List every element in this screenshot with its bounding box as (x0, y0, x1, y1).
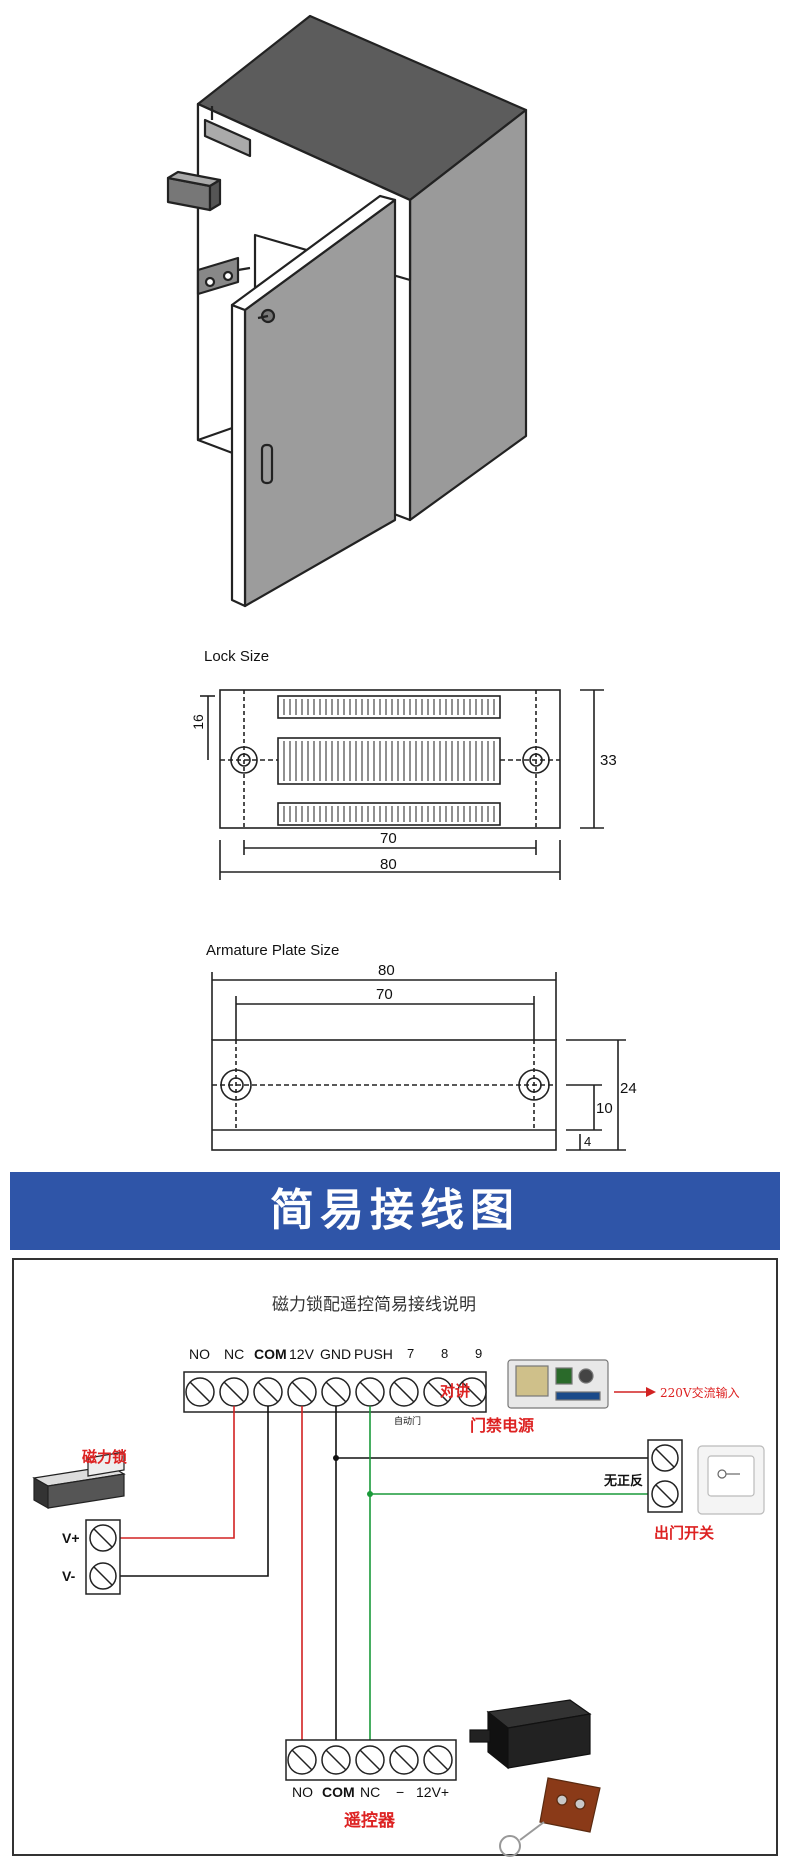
exit-switch-label: 出门开关 (654, 1525, 715, 1542)
lock-size-drawing (200, 689, 604, 880)
power-supply-label: 门禁电源 (470, 1418, 535, 1435)
lock-size-title: Lock Size (204, 648, 270, 665)
remote-terminal-12vplus: 12V+ (416, 1784, 450, 1800)
terminal-label-com: COM (254, 1346, 287, 1362)
remote-terminal-no: NO (292, 1784, 313, 1800)
remote-terminal-strip (285, 1739, 457, 1781)
armature-dim-80: 80 (378, 962, 395, 979)
armature-size-title: Armature Plate Size (206, 942, 340, 959)
no-polarity-label: 无正反 (604, 1473, 644, 1488)
terminal-label-7: 7 (407, 1346, 415, 1361)
terminal-label-12v: 12V (289, 1346, 314, 1362)
terminal-label-no: NO (189, 1346, 210, 1362)
lock-dim-80: 80 (380, 856, 397, 873)
wiring-diagram-frame (12, 1258, 778, 1856)
remote-terminal-minus: − (396, 1784, 405, 1800)
ac-input-label: 220V交流输入 (660, 1386, 740, 1400)
remote-fob-icon (499, 1777, 601, 1857)
armature-size-drawing (211, 972, 626, 1151)
terminal-label-nc: NC (224, 1346, 245, 1362)
remote-label: 遥控器 (344, 1811, 395, 1830)
armature-dim-70: 70 (376, 986, 393, 1003)
power-supply-icon (507, 1359, 609, 1409)
maglock-terminal-block (85, 1519, 121, 1595)
controller-terminal-strip (183, 1371, 487, 1413)
illustration-area (166, 14, 626, 1151)
remote-terminal-nc: NC (360, 1784, 381, 1800)
maglock-icon (32, 1451, 126, 1510)
remote-receiver-icon (469, 1699, 592, 1770)
lock-dim-33: 33 (600, 752, 617, 769)
terminal-label-gnd: GND (320, 1346, 352, 1362)
cabinet-illustration (166, 14, 528, 608)
terminal-label-8: 8 (441, 1346, 449, 1361)
maglock-vplus-label: V+ (62, 1530, 80, 1546)
maglock-vminus-label: V- (62, 1568, 76, 1584)
exit-button-icon (697, 1445, 765, 1515)
maglock-label: 磁力锁 (82, 1449, 128, 1466)
wiring-banner: 简易接线图 (10, 1172, 780, 1250)
terminal-label-push: PUSH (354, 1346, 393, 1362)
remote-terminal-com: COM (322, 1784, 355, 1800)
armature-dim-24: 24 (620, 1080, 637, 1097)
exit-switch-terminal-block (647, 1439, 683, 1513)
wiring-subtitle: 磁力锁配遥控简易接线说明 (272, 1295, 476, 1315)
auto-door-label: 自动门 (394, 1416, 422, 1426)
armature-dim-4: 4 (584, 1134, 592, 1149)
terminal-label-9: 9 (475, 1346, 483, 1361)
wires (120, 1391, 656, 1758)
armature-dim-10: 10 (596, 1100, 613, 1117)
intercom-label: 对讲 (440, 1383, 471, 1400)
lock-dim-70: 70 (380, 830, 397, 847)
